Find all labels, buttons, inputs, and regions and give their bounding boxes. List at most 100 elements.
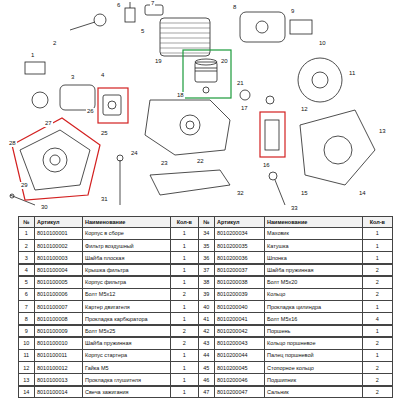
table-cell: Болт M5x25 xyxy=(82,325,171,338)
callout-number: 5 xyxy=(140,28,145,35)
table-cell: 7 xyxy=(18,300,35,313)
cooling-fin xyxy=(160,23,210,24)
table-cell: Подшипник xyxy=(264,373,363,386)
cell-text: 4 xyxy=(25,267,28,273)
cell-text: Прокладка цилиндра xyxy=(267,304,321,310)
cell-text: 36 xyxy=(203,255,209,261)
callout-number: 7 xyxy=(150,0,155,7)
table-cell: 2 xyxy=(170,337,199,350)
cell-text: 8010100008 xyxy=(37,316,68,322)
cell-text: Наименование xyxy=(267,219,307,225)
table-cell: Болт M5x20 xyxy=(264,276,363,289)
table-cell: 43 xyxy=(198,337,215,350)
cell-text: 2 xyxy=(183,291,186,297)
cell-text: 8 xyxy=(25,316,28,322)
cell-text: 8010200039 xyxy=(217,291,248,297)
table-cell: 1 xyxy=(170,349,199,362)
cell-text: 8010100002 xyxy=(37,243,68,249)
cell-text: Болт M5x12 xyxy=(85,291,115,297)
table-header-cell: № xyxy=(18,216,35,228)
table-header-cell: Кол-в xyxy=(362,216,393,228)
callout-number: 20 xyxy=(220,58,229,65)
callout-number: 33 xyxy=(290,205,299,212)
cell-text: 8010200045 xyxy=(217,365,248,371)
callout-number: 9 xyxy=(290,8,295,15)
cell-text: 1 xyxy=(183,267,186,273)
table-cell: 2 xyxy=(362,361,393,374)
cell-text: 9 xyxy=(25,328,28,334)
callout-number: 30 xyxy=(40,204,49,211)
cell-text: Прокладка карбюратора xyxy=(85,316,148,322)
table-cell: 1 xyxy=(362,251,393,264)
table-cell: 2 xyxy=(362,264,393,277)
cell-text: Кол-в xyxy=(177,219,192,225)
cell-text: 8010100012 xyxy=(37,365,68,371)
table-header-cell: № xyxy=(198,216,215,228)
cell-text: 8010200047 xyxy=(217,389,248,395)
table-cell: Маховик xyxy=(264,227,363,240)
cell-text: 46 xyxy=(203,377,209,383)
cell-text: Болт M5x16 xyxy=(267,316,297,322)
cell-text: Болт M5x20 xyxy=(267,279,297,285)
cell-text: 1 xyxy=(183,255,186,261)
callout-number: 14 xyxy=(358,190,367,197)
callout-number: 32 xyxy=(236,190,245,197)
table-cell: 41 xyxy=(198,312,215,325)
table-cell: 8010200045 xyxy=(214,361,265,374)
cell-text: Корпус фильтра xyxy=(85,279,126,285)
callout-number: 29 xyxy=(20,182,29,189)
table-cell: 8010200036 xyxy=(214,251,265,264)
table-cell: Корпус в сборе xyxy=(82,227,171,240)
table-cell: Болт M5x12 xyxy=(82,288,171,301)
table-cell: 1 xyxy=(170,276,199,289)
table-cell: 1 xyxy=(170,312,199,325)
callout-number: 3 xyxy=(70,74,75,81)
table-cell: Палец поршневой xyxy=(264,349,363,362)
cell-text: 8010200040 xyxy=(217,304,248,310)
table-cell: 9 xyxy=(18,325,35,338)
table-cell: 2 xyxy=(362,276,393,289)
table-cell: 8010200039 xyxy=(214,288,265,301)
cell-text: 8010200041 xyxy=(217,316,248,322)
table-cell: 11 xyxy=(18,349,35,362)
cell-text: Гайка M5 xyxy=(85,365,109,371)
table-cell: 1 xyxy=(170,227,199,240)
table-cell: 8010100003 xyxy=(34,251,83,264)
table-header-cell: Наименование xyxy=(264,216,363,228)
table-cell: 8010200040 xyxy=(214,300,265,313)
table-cell: 3 xyxy=(18,251,35,264)
callout-number: 8 xyxy=(232,4,237,11)
cell-text: Корпус стартера xyxy=(85,352,127,358)
cell-text: Сальник xyxy=(267,389,289,395)
table-cell: 5 xyxy=(18,276,35,289)
table-cell: 37 xyxy=(198,264,215,277)
cell-text: Шайба пружинная xyxy=(85,340,131,346)
cell-text: Наименование xyxy=(85,219,125,225)
cell-text: 1 xyxy=(376,255,379,261)
cooling-fin xyxy=(160,43,210,44)
cell-text: 1 xyxy=(376,352,379,358)
cell-text: 1 xyxy=(183,377,186,383)
cell-text: 1 xyxy=(183,230,186,236)
table-cell: 8010100006 xyxy=(34,288,83,301)
table-cell: 14 xyxy=(18,386,35,399)
table-cell: 8010100007 xyxy=(34,300,83,313)
callout-number: 10 xyxy=(318,40,327,47)
cell-text: Артикул xyxy=(37,219,60,225)
table-cell: 8010200034 xyxy=(214,227,265,240)
callout-number: 23 xyxy=(160,160,169,167)
table-cell: 8010100013 xyxy=(34,373,83,386)
table-cell: 8010200041 xyxy=(214,312,265,325)
cell-text: 1 xyxy=(183,352,186,358)
cell-text: 41 xyxy=(203,316,209,322)
cell-text: 2 xyxy=(376,340,379,346)
table-cell: 36 xyxy=(198,251,215,264)
table-cell: Прокладка карбюратора xyxy=(82,312,171,325)
table-cell: 6 xyxy=(18,288,35,301)
exploded-view xyxy=(0,0,400,215)
cell-text: 8010100004 xyxy=(37,267,68,273)
table-cell: 13 xyxy=(18,373,35,386)
cell-text: Болт M5x25 xyxy=(85,328,115,334)
cell-text: Шайба плоская xyxy=(85,255,124,261)
table-cell: 1 xyxy=(362,300,393,313)
